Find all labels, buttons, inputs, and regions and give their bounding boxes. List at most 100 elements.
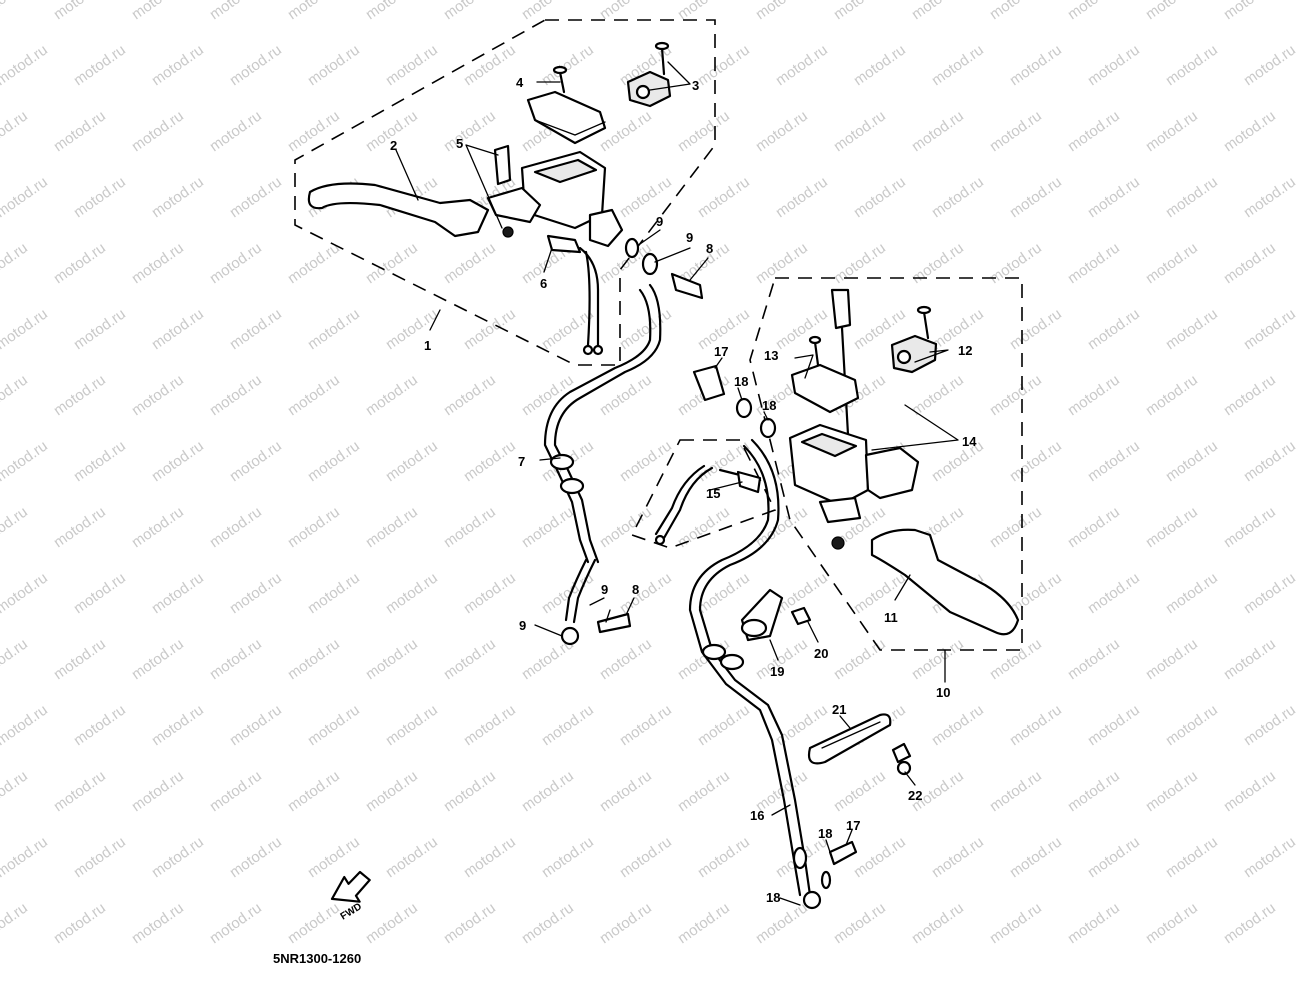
watermark-text: motod.ru bbox=[441, 767, 499, 815]
watermark-text: motod.ru bbox=[753, 107, 811, 155]
watermark-text: motod.ru bbox=[1143, 0, 1201, 23]
watermark-text: motod.ru bbox=[129, 239, 187, 287]
watermark-text: motod.ru bbox=[597, 899, 655, 947]
watermark-text: motod.ru bbox=[0, 833, 51, 881]
watermark-text: motod.ru bbox=[0, 41, 51, 89]
watermark-text: motod.ru bbox=[1085, 833, 1143, 881]
watermark-text: motod.ru bbox=[695, 701, 753, 749]
watermark-text: motod.ru bbox=[149, 173, 207, 221]
group-1-boundary bbox=[294, 19, 716, 366]
watermark-text: motod.ru bbox=[1221, 635, 1279, 683]
watermark-text: motod.ru bbox=[831, 899, 889, 947]
watermark-text: motod.ru bbox=[71, 173, 129, 221]
watermark-text: motod.ru bbox=[285, 503, 343, 551]
watermark-text: motod.ru bbox=[1241, 305, 1299, 353]
watermark-text: motod.ru bbox=[1085, 701, 1143, 749]
watermark-text: motod.ru bbox=[305, 569, 363, 617]
watermark-text: motod.ru bbox=[1065, 635, 1123, 683]
watermark-text: motod.ru bbox=[1065, 239, 1123, 287]
group-10-boundary bbox=[749, 277, 1023, 651]
watermark-text: motod.ru bbox=[1221, 503, 1279, 551]
watermark-text: motod.ru bbox=[1065, 503, 1123, 551]
watermark-text: motod.ru bbox=[929, 701, 987, 749]
watermark-text: motod.ru bbox=[851, 833, 909, 881]
callout-9-c: 9 bbox=[601, 582, 608, 597]
watermark-text: motod.ru bbox=[51, 371, 109, 419]
watermark-text: motod.ru bbox=[129, 371, 187, 419]
group-15-boundary bbox=[630, 439, 777, 549]
callout-10: 10 bbox=[936, 685, 950, 700]
watermark-text: motod.ru bbox=[987, 503, 1045, 551]
watermark-text: motod.ru bbox=[71, 833, 129, 881]
watermark-text: motod.ru bbox=[675, 767, 733, 815]
callout-16: 16 bbox=[750, 808, 764, 823]
watermark-text: motod.ru bbox=[987, 239, 1045, 287]
watermark-text: motod.ru bbox=[1143, 635, 1201, 683]
watermark-text: motod.ru bbox=[1163, 173, 1221, 221]
watermark-text: motod.ru bbox=[1085, 173, 1143, 221]
watermark-text: motod.ru bbox=[851, 41, 909, 89]
watermark-text: motod.ru bbox=[617, 437, 675, 485]
watermark-text: motod.ru bbox=[987, 371, 1045, 419]
watermark-text: motod.ru bbox=[909, 107, 967, 155]
watermark-text: motod.ru bbox=[305, 41, 363, 89]
watermark-text: motod.ru bbox=[1163, 437, 1221, 485]
watermark-text: motod.ru bbox=[0, 437, 51, 485]
watermark-text: motod.ru bbox=[1163, 833, 1221, 881]
watermark-text: motod.ru bbox=[305, 833, 363, 881]
watermark-text: motod.ru bbox=[929, 41, 987, 89]
fwd-label: FWD bbox=[339, 901, 364, 922]
watermark-text: motod.ru bbox=[51, 0, 109, 23]
watermark-text: motod.ru bbox=[831, 767, 889, 815]
watermark-text: motod.ru bbox=[909, 371, 967, 419]
callout-8-lower: 8 bbox=[632, 582, 639, 597]
watermark-text: motod.ru bbox=[129, 635, 187, 683]
watermark-text: motod.ru bbox=[1241, 569, 1299, 617]
callout-20: 20 bbox=[814, 646, 828, 661]
watermark-text: motod.ru bbox=[831, 107, 889, 155]
watermark-text: motod.ru bbox=[1143, 767, 1201, 815]
watermark-text: motod.ru bbox=[441, 107, 499, 155]
callout-7: 7 bbox=[518, 454, 525, 469]
watermark-text: motod.ru bbox=[1007, 569, 1065, 617]
watermark-text: motod.ru bbox=[305, 305, 363, 353]
watermark-text: motod.ru bbox=[929, 173, 987, 221]
watermark-text: motod.ru bbox=[285, 371, 343, 419]
watermark-text: motod.ru bbox=[831, 635, 889, 683]
watermark-text: motod.ru bbox=[617, 833, 675, 881]
watermark-text: motod.ru bbox=[695, 41, 753, 89]
callout-12: 12 bbox=[958, 343, 972, 358]
watermark-text: motod.ru bbox=[0, 899, 31, 947]
watermark-text: motod.ru bbox=[227, 305, 285, 353]
callout-17-upper: 17 bbox=[714, 344, 728, 359]
watermark-text: motod.ru bbox=[1085, 569, 1143, 617]
watermark-text: motod.ru bbox=[519, 371, 577, 419]
watermark-text: motod.ru bbox=[831, 0, 889, 23]
watermark-text: motod.ru bbox=[987, 107, 1045, 155]
watermark-text: motod.ru bbox=[773, 305, 831, 353]
watermark-text: motod.ru bbox=[1007, 833, 1065, 881]
watermark-text: motod.ru bbox=[0, 635, 31, 683]
watermark-text: motod.ru bbox=[1241, 437, 1299, 485]
callout-1: 1 bbox=[424, 338, 431, 353]
watermark-text: motod.ru bbox=[1007, 701, 1065, 749]
watermark-text: motod.ru bbox=[753, 503, 811, 551]
watermark-text: motod.ru bbox=[363, 0, 421, 23]
watermark-text: motod.ru bbox=[1241, 173, 1299, 221]
watermark-text: motod.ru bbox=[461, 833, 519, 881]
watermark-text: motod.ru bbox=[519, 767, 577, 815]
watermark-text: motod.ru bbox=[0, 173, 51, 221]
brake-hose-right bbox=[698, 438, 812, 897]
watermark-text: motod.ru bbox=[597, 767, 655, 815]
left-master-cylinder-assembly bbox=[307, 41, 672, 356]
watermark-text: motod.ru bbox=[1007, 41, 1065, 89]
watermark-text: motod.ru bbox=[0, 239, 31, 287]
watermark-text: motod.ru bbox=[129, 899, 187, 947]
watermark-text: motod.ru bbox=[0, 569, 51, 617]
callout-18-d: 18 bbox=[766, 890, 780, 905]
watermark-text: motod.ru bbox=[675, 107, 733, 155]
watermark-text: motod.ru bbox=[0, 305, 51, 353]
watermark-text: motod.ru bbox=[1007, 437, 1065, 485]
callout-13: 13 bbox=[764, 348, 778, 363]
